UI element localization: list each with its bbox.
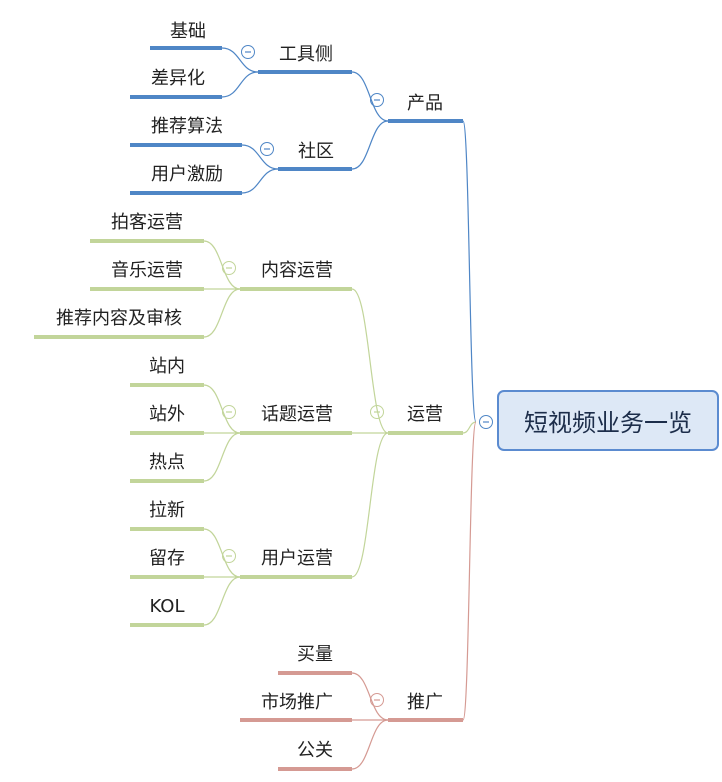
leaf-off-site[interactable]: 站外: [149, 404, 185, 425]
leaf-vlogger-operations[interactable]: 拍客运营: [111, 212, 183, 233]
connector-line: [351, 432, 389, 578]
collapse-toggle-icon[interactable]: [370, 693, 384, 707]
collapse-toggle-icon[interactable]: [222, 549, 236, 563]
connector-line: [203, 528, 241, 578]
connector-line: [203, 384, 241, 434]
collapse-toggle-icon[interactable]: [479, 415, 493, 429]
collapse-toggle-icon[interactable]: [260, 142, 274, 156]
connector-line: [203, 288, 241, 338]
connector-line: [462, 421, 477, 434]
leaf-basic[interactable]: 基础: [170, 21, 206, 42]
leaf-public-relations[interactable]: 公关: [297, 740, 333, 761]
leaf-user-acquisition[interactable]: 拉新: [149, 500, 185, 521]
collapse-toggle-icon[interactable]: [241, 45, 255, 59]
leaf-user-incentive[interactable]: 用户激励: [151, 164, 223, 185]
subnode-content-operations[interactable]: 内容运营: [261, 260, 333, 281]
subnode-community[interactable]: 社区: [298, 141, 334, 162]
subnode-user-operations[interactable]: 用户运营: [261, 548, 333, 569]
leaf-retention[interactable]: 留存: [149, 548, 185, 569]
collapse-toggle-icon[interactable]: [222, 405, 236, 419]
collapse-toggle-icon[interactable]: [370, 405, 384, 419]
leaf-recommendation-algorithm[interactable]: 推荐算法: [151, 116, 223, 137]
collapse-toggle-icon[interactable]: [370, 93, 384, 107]
branch-node-operations[interactable]: 运营: [407, 404, 443, 425]
connector-line: [462, 120, 477, 423]
connector-line: [351, 71, 389, 122]
leaf-kol[interactable]: KOL: [149, 596, 185, 617]
connector-line: [351, 672, 389, 721]
branch-node-promotion[interactable]: 推广: [407, 692, 443, 713]
branch-node-product[interactable]: 产品: [407, 93, 443, 114]
connector-line: [462, 421, 477, 721]
connector-line: [241, 168, 279, 194]
root-node[interactable]: 短视频业务一览: [497, 390, 719, 451]
connector-line: [203, 576, 241, 626]
connector-line: [221, 47, 259, 73]
leaf-recommended-content-review[interactable]: 推荐内容及审核: [56, 308, 182, 329]
connector-line: [351, 120, 389, 170]
subnode-topic-operations[interactable]: 话题运营: [261, 404, 333, 425]
collapse-toggle-icon[interactable]: [222, 261, 236, 275]
connector-line: [351, 719, 389, 770]
root-label: 短视频业务一览: [524, 409, 692, 437]
leaf-on-site[interactable]: 站内: [149, 356, 185, 377]
leaf-marketing[interactable]: 市场推广: [261, 692, 333, 713]
connector-line: [351, 288, 389, 434]
leaf-paid-acquisition[interactable]: 买量: [297, 644, 333, 665]
leaf-music-operations[interactable]: 音乐运营: [111, 260, 183, 281]
subnode-tool-side[interactable]: 工具侧: [279, 44, 333, 65]
connector-line: [221, 71, 259, 98]
leaf-hot-topics[interactable]: 热点: [149, 452, 185, 473]
connector-line: [241, 144, 279, 170]
leaf-differentiation[interactable]: 差异化: [151, 68, 205, 89]
connector-line: [203, 432, 241, 482]
connector-line: [203, 240, 241, 290]
